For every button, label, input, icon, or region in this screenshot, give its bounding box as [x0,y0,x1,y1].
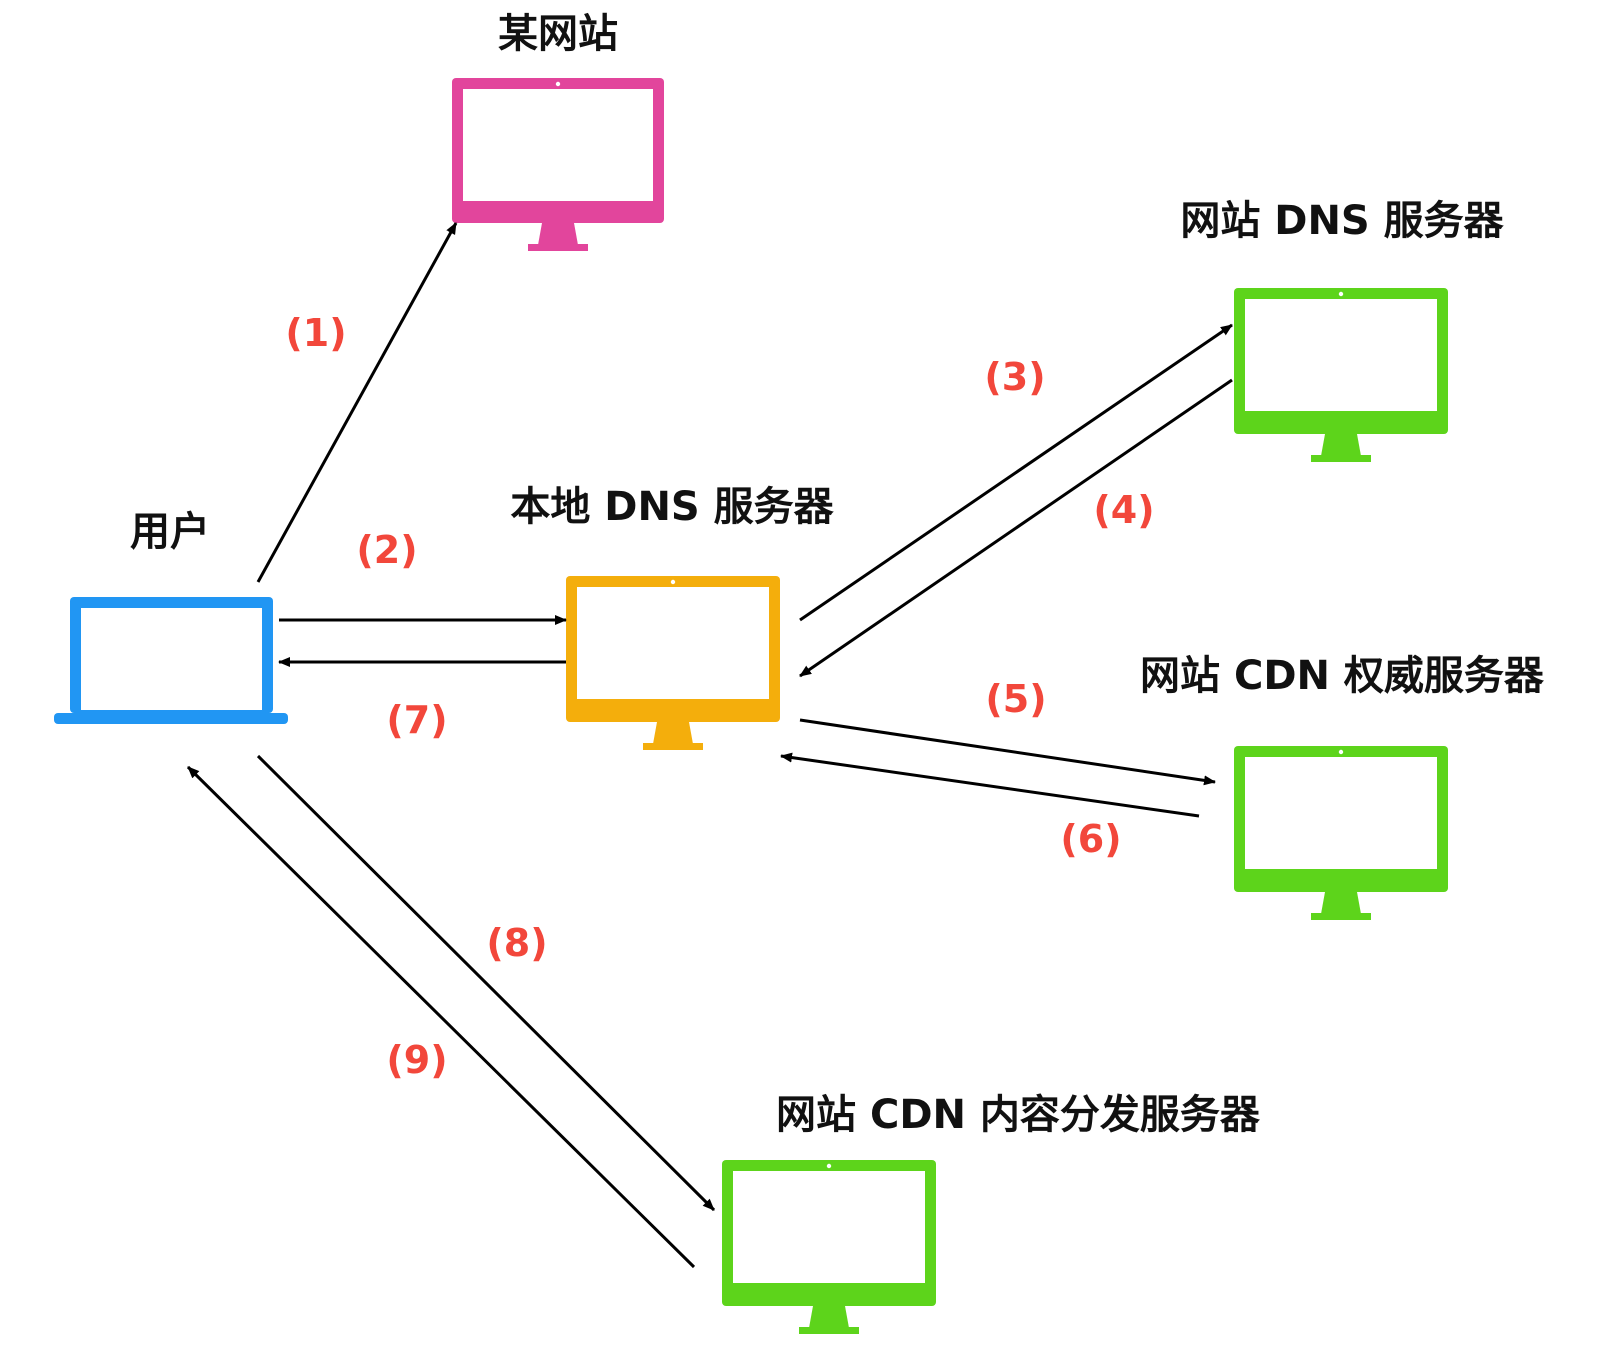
arrow-step-3 [799,323,1233,622]
cdn-content-monitor-neck [809,1306,849,1328]
local-dns-monitor-icon [566,576,780,750]
cdn-auth-label: 网站 CDN 权威服务器 [1140,653,1545,699]
site-dns-monitor-foot [1311,455,1371,462]
cdn-content-label: 网站 CDN 内容分发服务器 [776,1092,1261,1138]
arrow-step-1 [256,222,458,583]
website-monitor-neck [538,223,578,245]
website-monitor-screen [463,89,653,201]
cdn-auth-monitor-foot [1311,913,1371,920]
step-label-6: (6) [1060,817,1121,861]
arrow-step-5 [799,718,1216,786]
local-dns-monitor-neck [653,722,693,744]
arrow-step-6 [780,752,1200,818]
site-dns-label: 网站 DNS 服务器 [1180,198,1504,244]
step-label-5: (5) [985,677,1046,721]
step-label-3: (3) [984,355,1045,399]
user-label: 用户 [130,509,210,555]
cdn-content-monitor-camera [826,1163,832,1169]
step-label-9: (9) [386,1038,447,1082]
step-label-8: (8) [486,921,547,965]
cdn-content-monitor-screen [733,1171,925,1283]
site-dns-monitor-camera [1338,291,1344,297]
cdn-auth-monitor-camera [1338,749,1344,755]
step-label-7: (7) [386,698,447,742]
site-dns-monitor-icon [1234,288,1448,462]
step-label-1: (1) [285,311,346,355]
website-monitor-foot [528,244,588,251]
cdn-content-monitor-foot [799,1327,859,1334]
site-dns-monitor-screen [1245,299,1437,411]
local-dns-monitor-foot [643,743,703,750]
step-label-2: (2) [356,528,417,572]
arrow-step-8 [256,754,716,1212]
arrow-step-4 [799,378,1233,678]
local-dns-monitor-camera [670,579,676,585]
user-laptop-screen [81,608,262,710]
cdn-auth-monitor-screen [1245,757,1437,869]
website-label: 某网站 [498,11,618,57]
website-monitor-camera [555,81,561,87]
cdn-content-monitor-icon [722,1160,936,1334]
user-laptop-base [54,713,288,724]
arrow-step-9 [186,765,696,1269]
step-label-4: (4) [1093,488,1154,532]
website-monitor-icon [452,78,664,251]
cdn-auth-monitor-neck [1321,892,1361,914]
site-dns-monitor-neck [1321,434,1361,456]
local-dns-label: 本地 DNS 服务器 [510,484,834,530]
local-dns-monitor-screen [577,587,769,699]
user-laptop-icon [54,597,288,724]
cdn-auth-monitor-icon [1234,746,1448,920]
